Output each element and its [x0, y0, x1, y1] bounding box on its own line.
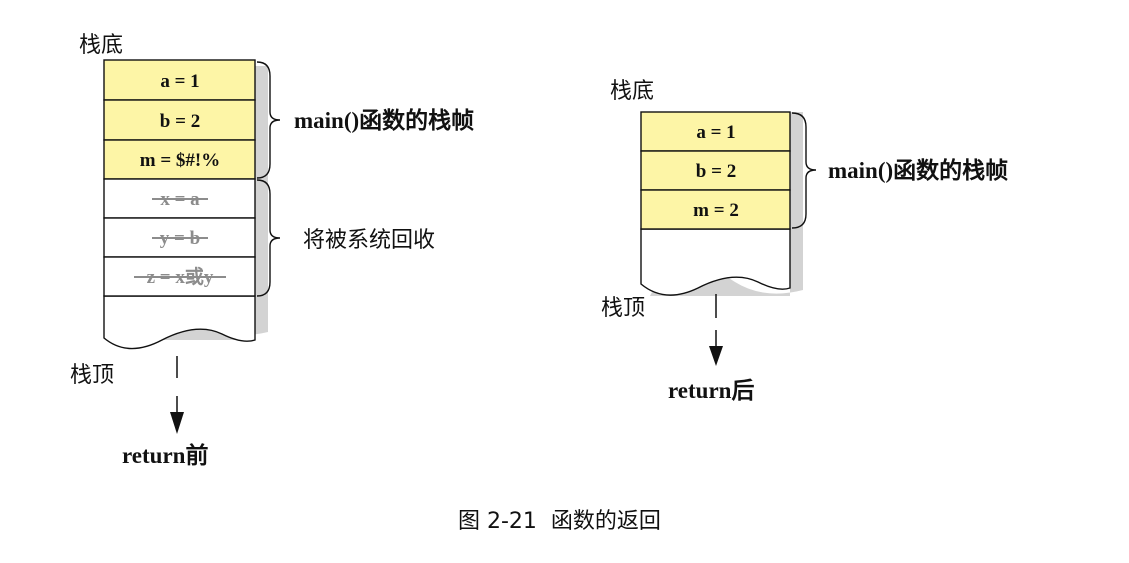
- stack-cell-before-1: [103, 59, 256, 101]
- stack-cell-before-text-1: a = 1: [160, 71, 199, 92]
- caption-after-return: return后: [668, 378, 754, 403]
- main-frame-label-after: main()函数的栈帧: [828, 157, 1008, 183]
- caption-before-return: return前: [122, 442, 208, 468]
- stack-open-end-before: [103, 295, 256, 350]
- stack-bottom-label-before: 栈底: [79, 33, 123, 58]
- brace-main-frame-before: [256, 61, 281, 179]
- stack-cell-after-text-3: m = 2: [693, 200, 739, 221]
- stack-cell-before-2: [103, 99, 256, 141]
- arrow-head-after: [709, 346, 723, 366]
- stack-after-return: 栈底 a = 1 b = 2 m = 2 main()函数的栈帧 栈顶 retu…: [601, 79, 1008, 403]
- figure-caption: 图 2-21 函数的返回: [458, 509, 661, 534]
- stack-top-label-after: 栈顶: [601, 296, 645, 321]
- stack-open-end-after: [640, 228, 791, 296]
- brace-main-frame-after: [791, 112, 817, 229]
- stack-cell-after-text-1: a = 1: [696, 122, 735, 143]
- stack-cell-after-text-2: b = 2: [696, 161, 736, 182]
- stack-bottom-label-after: 栈底: [610, 79, 654, 104]
- stack-top-label-before: 栈顶: [70, 363, 114, 388]
- stack-before-return: 栈底 a = 1 b = 2 m = $#!% x = a y = b z = …: [70, 33, 474, 468]
- brace-reclaim: [256, 179, 281, 297]
- stack-cell-after-3: [640, 189, 791, 230]
- stack-cell-after-2: [640, 150, 791, 191]
- arrow-head-before: [170, 412, 184, 434]
- stack-cell-before-text-2: b = 2: [160, 111, 200, 132]
- main-frame-label-before: main()函数的栈帧: [294, 107, 474, 133]
- reclaim-label: 将被系统回收: [303, 228, 435, 253]
- stack-cell-before-text-3: m = $#!%: [140, 150, 220, 171]
